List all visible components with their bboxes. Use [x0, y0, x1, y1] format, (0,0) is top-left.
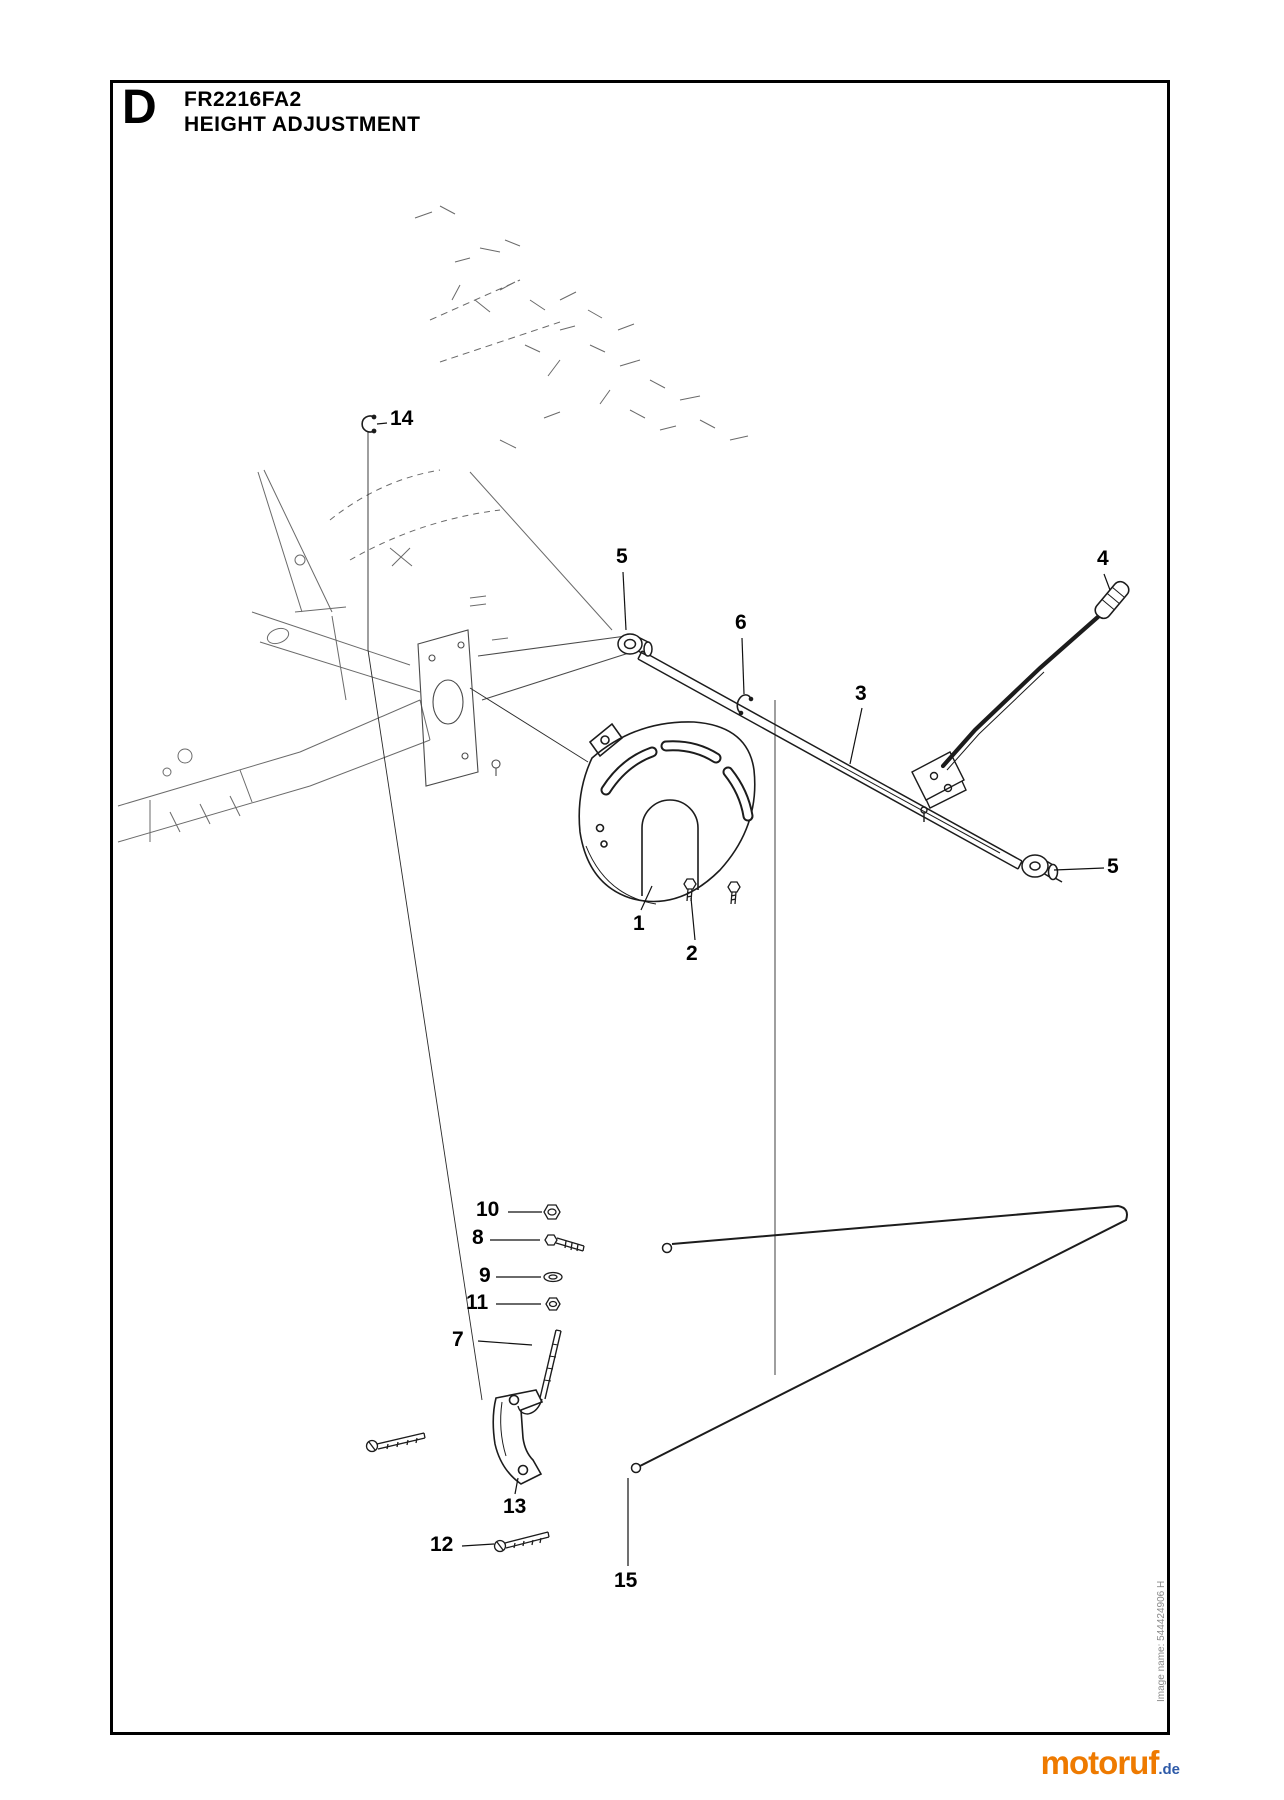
diagram-border	[110, 80, 1170, 1735]
callout-7: 7	[452, 1328, 464, 1351]
leader-lines	[376, 422, 1111, 1566]
part-clip-6	[736, 694, 754, 716]
callout-9: 9	[479, 1264, 491, 1287]
image-name-note: Image name: 544424906 H	[1156, 1580, 1167, 1702]
callout-10: 10	[476, 1198, 500, 1221]
callout-8: 8	[472, 1226, 484, 1249]
diagram-title: HEIGHT ADJUSTMENT	[184, 113, 421, 136]
callout-6: 6	[735, 611, 747, 634]
projection-lines	[367, 432, 776, 1401]
callout-4: 4	[1097, 547, 1109, 570]
part-bushing-5a	[617, 633, 653, 657]
brand-domain-suffix: .de	[1158, 1761, 1180, 1778]
part-lever-and-grip-4	[940, 580, 1130, 771]
frame-sketch	[117, 205, 749, 843]
part-wire-15	[630, 1204, 1128, 1474]
part-circlip-14	[361, 414, 377, 434]
part-bolt-8	[544, 1234, 585, 1252]
part-rod-7	[517, 1329, 562, 1415]
callout-14: 14	[390, 407, 414, 430]
part-bracket-1	[578, 721, 756, 905]
part-bracket-13	[492, 1389, 544, 1485]
callout-11: 11	[466, 1291, 489, 1314]
frame-mounting-plate	[417, 629, 633, 787]
callout-5-upper: 5	[616, 545, 628, 568]
callout-1: 1	[633, 912, 645, 935]
part-screw-12a	[365, 1432, 426, 1453]
callout-12: 12	[430, 1533, 454, 1556]
lever-pivot-assembly	[911, 751, 967, 822]
callout-5-lower: 5	[1107, 855, 1119, 878]
callout-13: 13	[503, 1495, 527, 1518]
part-nut-10	[543, 1204, 561, 1220]
part-rod-3	[637, 650, 1063, 883]
part-screw-12b	[493, 1531, 550, 1553]
part-bushing-5b	[1021, 854, 1059, 881]
callout-15: 15	[614, 1569, 638, 1592]
brand-logo[interactable]: motoruf.de	[1041, 1744, 1180, 1782]
brand-name: motoruf	[1040, 1744, 1160, 1781]
callout-2: 2	[686, 942, 698, 965]
callout-3: 3	[855, 682, 867, 705]
part-nut-11	[545, 1297, 561, 1311]
model-code: FR2216FA2	[184, 88, 302, 111]
part-washer-9	[543, 1271, 563, 1283]
part-bolts-2	[683, 878, 741, 905]
section-letter: D	[122, 81, 157, 134]
